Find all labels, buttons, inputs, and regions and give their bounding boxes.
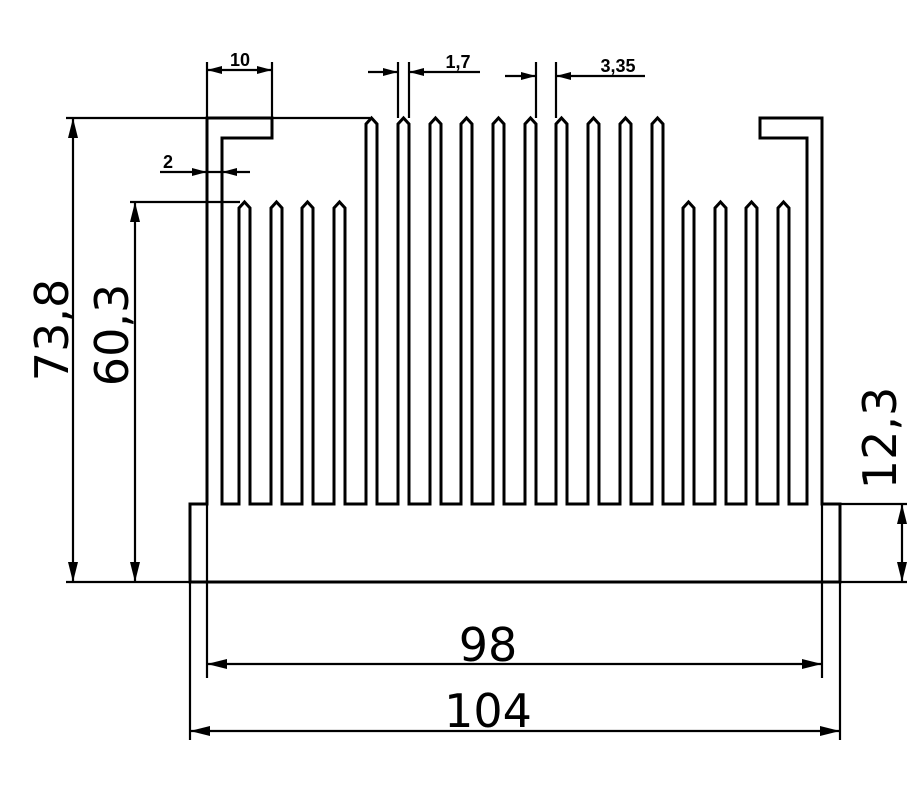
fin-2 [269, 199, 284, 506]
fin-8 [459, 115, 474, 506]
dimension-lines [68, 66, 907, 736]
fin-4 [332, 199, 347, 506]
dim-hook-width: 10 [230, 50, 250, 70]
dim-wall-thickness: 2 [163, 152, 173, 172]
fin-9 [491, 115, 506, 506]
dim-base-height: 12,3 [853, 387, 907, 489]
left-wall-hook [205, 116, 274, 506]
right-wall-hook [758, 116, 824, 506]
dim-inner-fin-height: 60,3 [85, 284, 139, 386]
extension-lines [66, 62, 907, 740]
fin-5 [364, 115, 379, 506]
fin-18 [776, 199, 791, 506]
fins-group [220, 115, 809, 506]
dim-overall-height: 73,8 [25, 279, 79, 381]
dim-fin-thickness: 1,7 [445, 52, 470, 72]
fin-7 [428, 115, 443, 506]
dim-fin-pitch: 3,35 [600, 56, 635, 76]
fin-14 [650, 115, 665, 506]
fin-12 [586, 115, 601, 506]
fin-16 [713, 199, 728, 506]
heatsink-base [188, 502, 842, 584]
fin-17 [744, 199, 759, 506]
fin-15 [681, 199, 696, 506]
fin-13 [618, 115, 633, 506]
fin-3 [300, 199, 315, 506]
fin-1 [237, 199, 252, 506]
fin-6 [396, 115, 411, 506]
dim-inner-width: 98 [459, 618, 518, 672]
fin-11 [554, 115, 569, 506]
dim-overall-width: 104 [444, 684, 532, 738]
fin-10 [523, 115, 538, 506]
